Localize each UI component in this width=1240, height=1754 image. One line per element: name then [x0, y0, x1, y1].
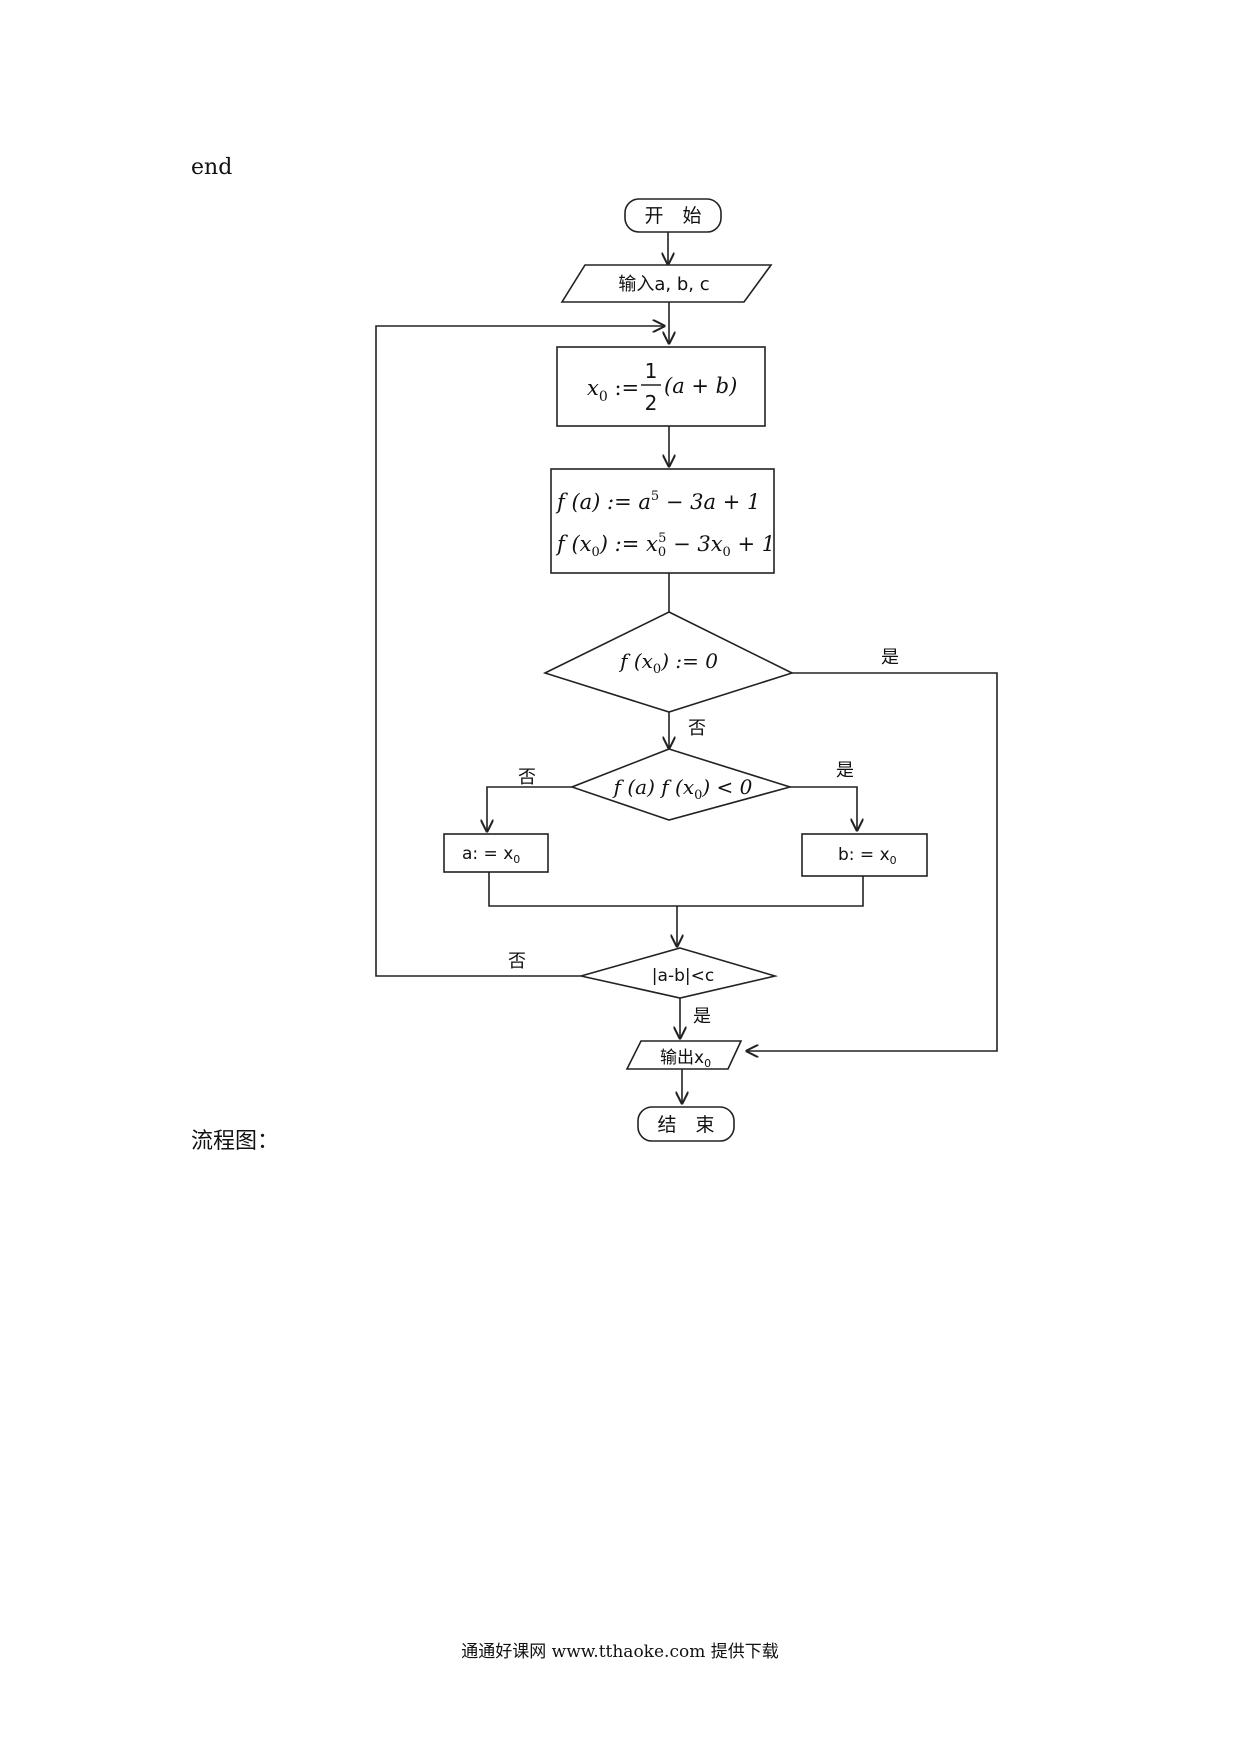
eval-formula-line2: f (x0) := x05 − 3x0 + 1 — [555, 531, 775, 560]
arrow-sign-no-assign-a — [487, 786, 572, 831]
midpoint-fraction-denominator: 2 — [645, 391, 658, 415]
output-label: 输出x0 — [660, 1048, 711, 1070]
end-terminal — [637, 1106, 735, 1142]
start-label: 开 始 — [644, 205, 701, 227]
sign-decision-diamond — [569, 748, 793, 821]
sign-decision-label: f (a) f (x0) < 0 — [612, 775, 753, 803]
tolerance-yes-label: 是 — [693, 1006, 711, 1027]
zero-decision-label: f (x0) := 0 — [618, 649, 718, 677]
midpoint-formula-rhs: (a + b) — [664, 374, 737, 398]
tolerance-no-label: 否 — [508, 951, 526, 972]
assign-b-box — [801, 833, 928, 877]
output-parallelogram — [625, 1040, 743, 1070]
sign-no-label: 否 — [518, 767, 536, 788]
assign-a-box — [443, 833, 549, 873]
zero-no-label: 否 — [688, 718, 706, 739]
eval-process-box — [550, 468, 775, 574]
flowchart-caption: 流程图： — [191, 1129, 280, 1154]
assign-b-label: b: = x0 — [838, 845, 897, 867]
end-label: 结 束 — [657, 1114, 714, 1136]
input-parallelogram — [560, 264, 773, 303]
midpoint-process-box — [556, 346, 766, 427]
input-label: 输入a, b, c — [618, 274, 709, 295]
top-text: end — [191, 155, 233, 180]
merge-connector — [488, 872, 864, 907]
tolerance-decision-label: |a-b|<c — [652, 966, 714, 986]
arrow-tolerance-no-loop — [375, 326, 664, 977]
sign-yes-label: 是 — [836, 760, 854, 781]
footer-text: 通通好课网 www.tthaoke.com 提供下载 — [461, 1642, 779, 1662]
arrow-sign-yes-assign-b — [790, 786, 857, 830]
midpoint-fraction-numerator: 1 — [645, 359, 658, 383]
zero-yes-label: 是 — [881, 647, 899, 668]
eval-formula-line1: f (a) := a5 − 3a + 1 — [555, 489, 760, 514]
midpoint-formula-lhs: x0 := — [587, 376, 639, 405]
arrow-zero-yes-output — [747, 672, 998, 1051]
assign-a-label: a: = x0 — [462, 844, 520, 866]
start-terminal — [624, 198, 722, 233]
